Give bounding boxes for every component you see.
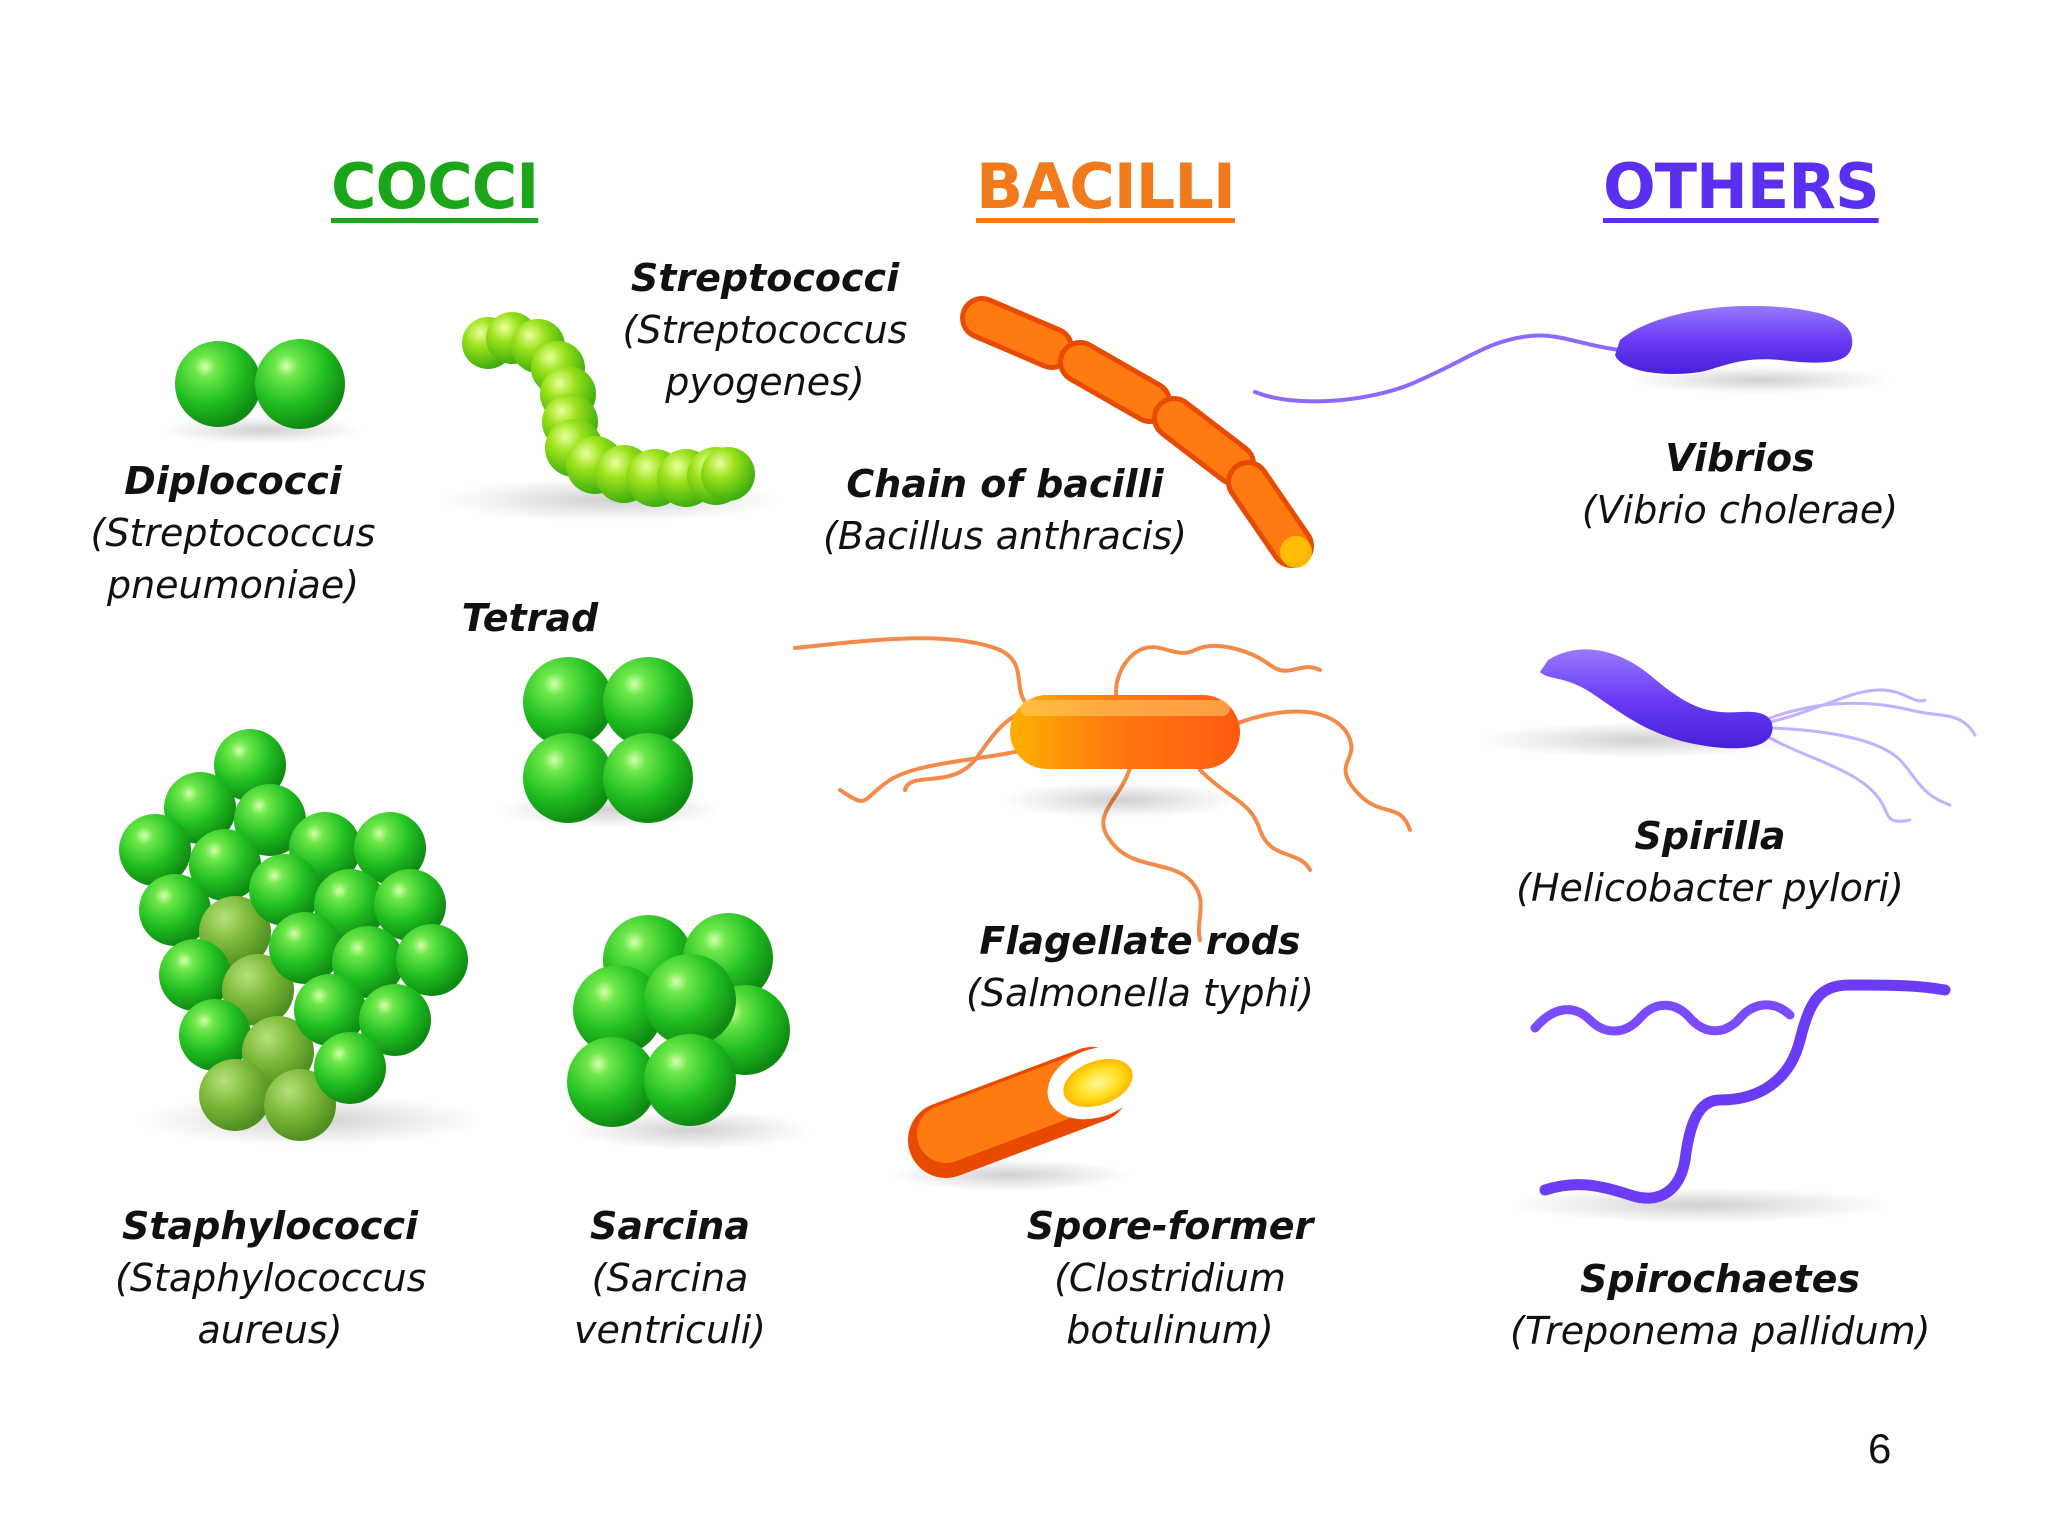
species-diplococci-1: (Streptococcus: [90, 511, 376, 555]
vibrio-illustration: [1253, 305, 1890, 404]
name-chain-of-bacilli: Chain of bacilli: [846, 462, 1164, 506]
name-tetrad: Tetrad: [461, 596, 599, 640]
species-vibrios: (Vibrio cholerae): [1581, 488, 1899, 532]
name-vibrios: Vibrios: [1665, 436, 1815, 480]
spirochaetes-illustration: [1510, 979, 1951, 1223]
name-diplococci: Diplococci: [124, 459, 342, 503]
label-sarcina: Sarcina (Sarcina ventriculi): [560, 1200, 780, 1356]
label-chain-of-bacilli: Chain of bacilli (Bacillus anthracis): [820, 458, 1190, 562]
species-spore-former-2: botulinum): [1066, 1308, 1274, 1352]
label-spirochaetes: Spirochaetes (Treponema pallidum): [1510, 1253, 1930, 1357]
heading-others: OTHERS: [1603, 150, 1880, 223]
species-chain-of-bacilli: (Bacillus anthracis): [822, 514, 1188, 558]
name-spirochaetes: Spirochaetes: [1580, 1257, 1860, 1301]
heading-bacilli: BACILLI: [976, 150, 1236, 223]
label-spirilla: Spirilla (Helicobacter pylori): [1510, 810, 1910, 914]
name-sarcina: Sarcina: [590, 1204, 750, 1248]
name-staphylococci: Staphylococci: [121, 1204, 419, 1248]
staphylococci-illustration: [119, 729, 480, 1146]
species-streptococci-2: pyogenes): [665, 360, 865, 404]
flagellate-rod-illustration: [793, 636, 1412, 942]
species-sarcina-2: ventriculi): [574, 1308, 766, 1352]
species-spirochaetes: (Treponema pallidum): [1510, 1309, 1931, 1353]
species-diplococci-2: pneumoniae): [106, 563, 360, 607]
label-staphylococci: Staphylococci (Staphylococcus aureus): [115, 1200, 427, 1356]
page-number: 6: [1868, 1425, 1892, 1472]
label-diplococci: Diplococci (Streptococcus pneumoniae): [88, 455, 378, 611]
label-flagellate-rods: Flagellate rods (Salmonella typhi): [960, 915, 1320, 1019]
species-spore-former-1: (Clostridium: [1054, 1256, 1286, 1300]
species-flagellate-rods: (Salmonella typhi): [966, 971, 1314, 1015]
name-spore-former: Spore-former: [1026, 1204, 1314, 1248]
name-spirilla: Spirilla: [1634, 814, 1786, 858]
species-staphylococci-2: aureus): [197, 1308, 343, 1352]
diplococci-illustration: [162, 339, 362, 444]
label-tetrad: Tetrad: [440, 592, 620, 644]
heading-cocci: COCCI: [331, 150, 539, 223]
species-spirilla: (Helicobacter pylori): [1516, 866, 1904, 910]
species-sarcina-1: (Sarcina: [591, 1256, 749, 1300]
label-vibrios: Vibrios (Vibrio cholerae): [1570, 432, 1910, 536]
species-streptococci-1: (Streptococcus: [622, 308, 908, 352]
tetrad-illustration: [500, 657, 720, 828]
species-staphylococci-1: (Staphylococcus: [115, 1256, 427, 1300]
label-spore-former: Spore-former (Clostridium botulinum): [1020, 1200, 1320, 1356]
name-streptococci: Streptococci: [630, 256, 900, 300]
chain-of-bacilli-illustration: [960, 296, 1314, 568]
sarcina-illustration: [567, 913, 810, 1150]
label-streptococci: Streptococci (Streptococcus pyogenes): [620, 252, 910, 408]
spore-former-illustration: [890, 1046, 1145, 1191]
spirilla-illustration: [1480, 649, 1977, 823]
streptococci-illustration: [440, 312, 780, 522]
name-flagellate-rods: Flagellate rods: [979, 919, 1301, 963]
